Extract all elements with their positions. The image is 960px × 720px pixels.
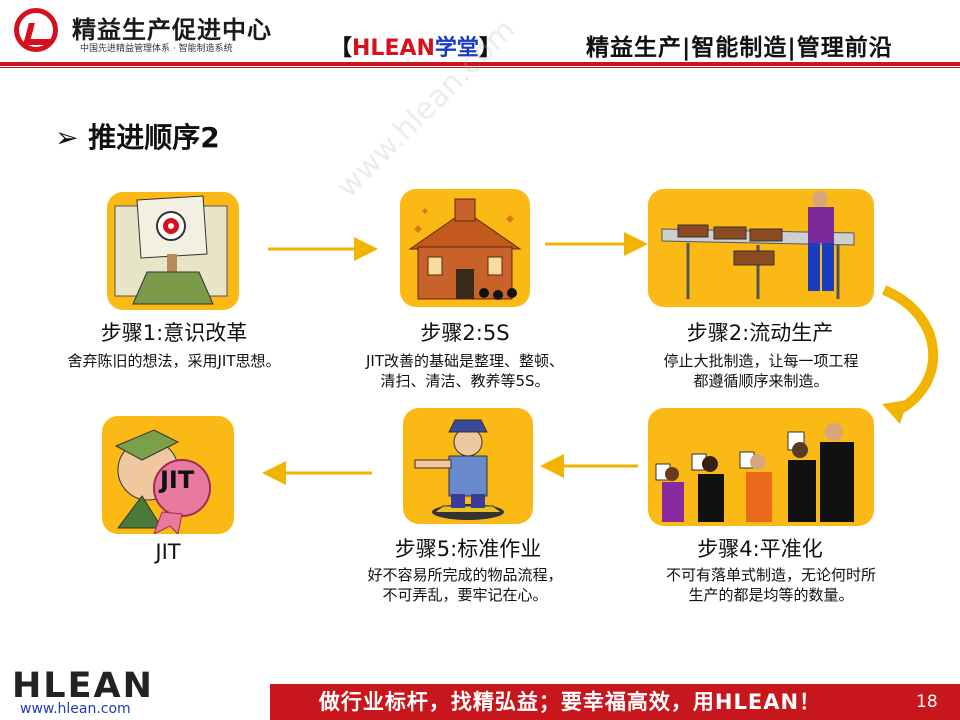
- jit-badge-text: JIT: [160, 466, 195, 494]
- brand-bracket-left: 【: [330, 36, 353, 61]
- brand-bracket-right: 】: [478, 36, 501, 61]
- footer-slogan: 做行业标杆，找精弘益；要幸福高效，用HLEAN！: [318, 690, 822, 714]
- org-subtitle: 中国先进精益管理体系 · 智能制造系统: [80, 44, 233, 54]
- step4-title: 步骤4:平准化: [697, 537, 823, 561]
- step2-title: 步骤2:5S: [420, 321, 510, 345]
- brand-cn: 学堂: [434, 36, 479, 61]
- step2-desc-line1: JIT改善的基础是整理、整顿、: [365, 352, 564, 370]
- step1-image: [107, 192, 239, 310]
- target-sign-head-icon: [114, 195, 228, 305]
- jit-title: JIT: [155, 540, 181, 564]
- step5-desc: 好不容易所完成的物品流程， 不可弄乱，要牢记在心。: [330, 565, 600, 605]
- footer-logo: HLEAN: [12, 666, 154, 706]
- step3-desc-line2: 都遵循顺序来制造。: [693, 372, 829, 390]
- header-divider: [0, 62, 960, 66]
- step1-desc: 舍弃陈旧的想法，采用JIT思想。: [20, 351, 328, 371]
- header-divider-thin: [0, 67, 960, 68]
- footer-url[interactable]: www.hlean.com: [20, 701, 131, 717]
- brand-label: 【HLEAN学堂】: [330, 30, 501, 62]
- step5-desc-line2: 不可弄乱，要牢记在心。: [382, 586, 548, 604]
- arrow-step3-to-step4-head: [882, 400, 908, 424]
- step1-desc-line1: 舍弃陈旧的想法，采用JIT思想。: [67, 352, 281, 370]
- step3-image: [648, 189, 874, 307]
- traffic-officer-icon: [414, 419, 504, 520]
- jit-image: JIT: [102, 416, 234, 534]
- step3-title: 步骤2:流动生产: [686, 321, 834, 345]
- conveyor-worker-icon: [661, 191, 855, 299]
- step4-desc-line1: 不可有落单式制造，无论何时所: [665, 566, 876, 584]
- step4-desc-line2: 生产的都是均等的数量。: [688, 586, 854, 604]
- step4-image: [648, 408, 874, 526]
- org-name: 精益生产促进中心: [72, 16, 272, 44]
- slide-title-text: 推进顺序2: [88, 121, 220, 154]
- step3-desc: 停止大批制造，让每一项工程都遵循顺序来制造。: [626, 351, 896, 391]
- step5-title: 步骤5:标准作业: [394, 537, 542, 561]
- step5-image: [403, 408, 533, 524]
- company-logo-icon: [14, 8, 58, 52]
- arrow-step3-to-step4: [881, 285, 939, 417]
- footer-bar: [270, 684, 960, 720]
- header-tagline: 精益生产|智能制造|管理前沿: [586, 35, 893, 61]
- step2-image: [400, 189, 530, 307]
- step3-desc-line1: 停止大批制造，让每一项工程: [663, 352, 859, 370]
- page-number: 18: [916, 692, 938, 712]
- slide-title: ➢ 推进顺序2: [55, 116, 220, 156]
- brand-hlean: HLEAN: [352, 36, 435, 61]
- step1-title: 步骤1:意识改革: [100, 321, 248, 345]
- schoolhouse-icon: [408, 198, 522, 300]
- step2-desc-line2: 清扫、清洁、教养等5S。: [380, 372, 550, 390]
- step2-desc: JIT改善的基础是整理、整顿、清扫、清洁、教养等5S。: [330, 351, 600, 391]
- bullet-arrow-icon: ➢: [55, 121, 89, 154]
- jit-award-icon: [114, 429, 211, 534]
- step5-desc-line1: 好不容易所完成的物品流程，: [367, 566, 563, 584]
- step4-desc: 不可有落单式制造，无论何时所生产的都是均等的数量。: [626, 565, 916, 605]
- judges-scores-icon: [655, 423, 854, 522]
